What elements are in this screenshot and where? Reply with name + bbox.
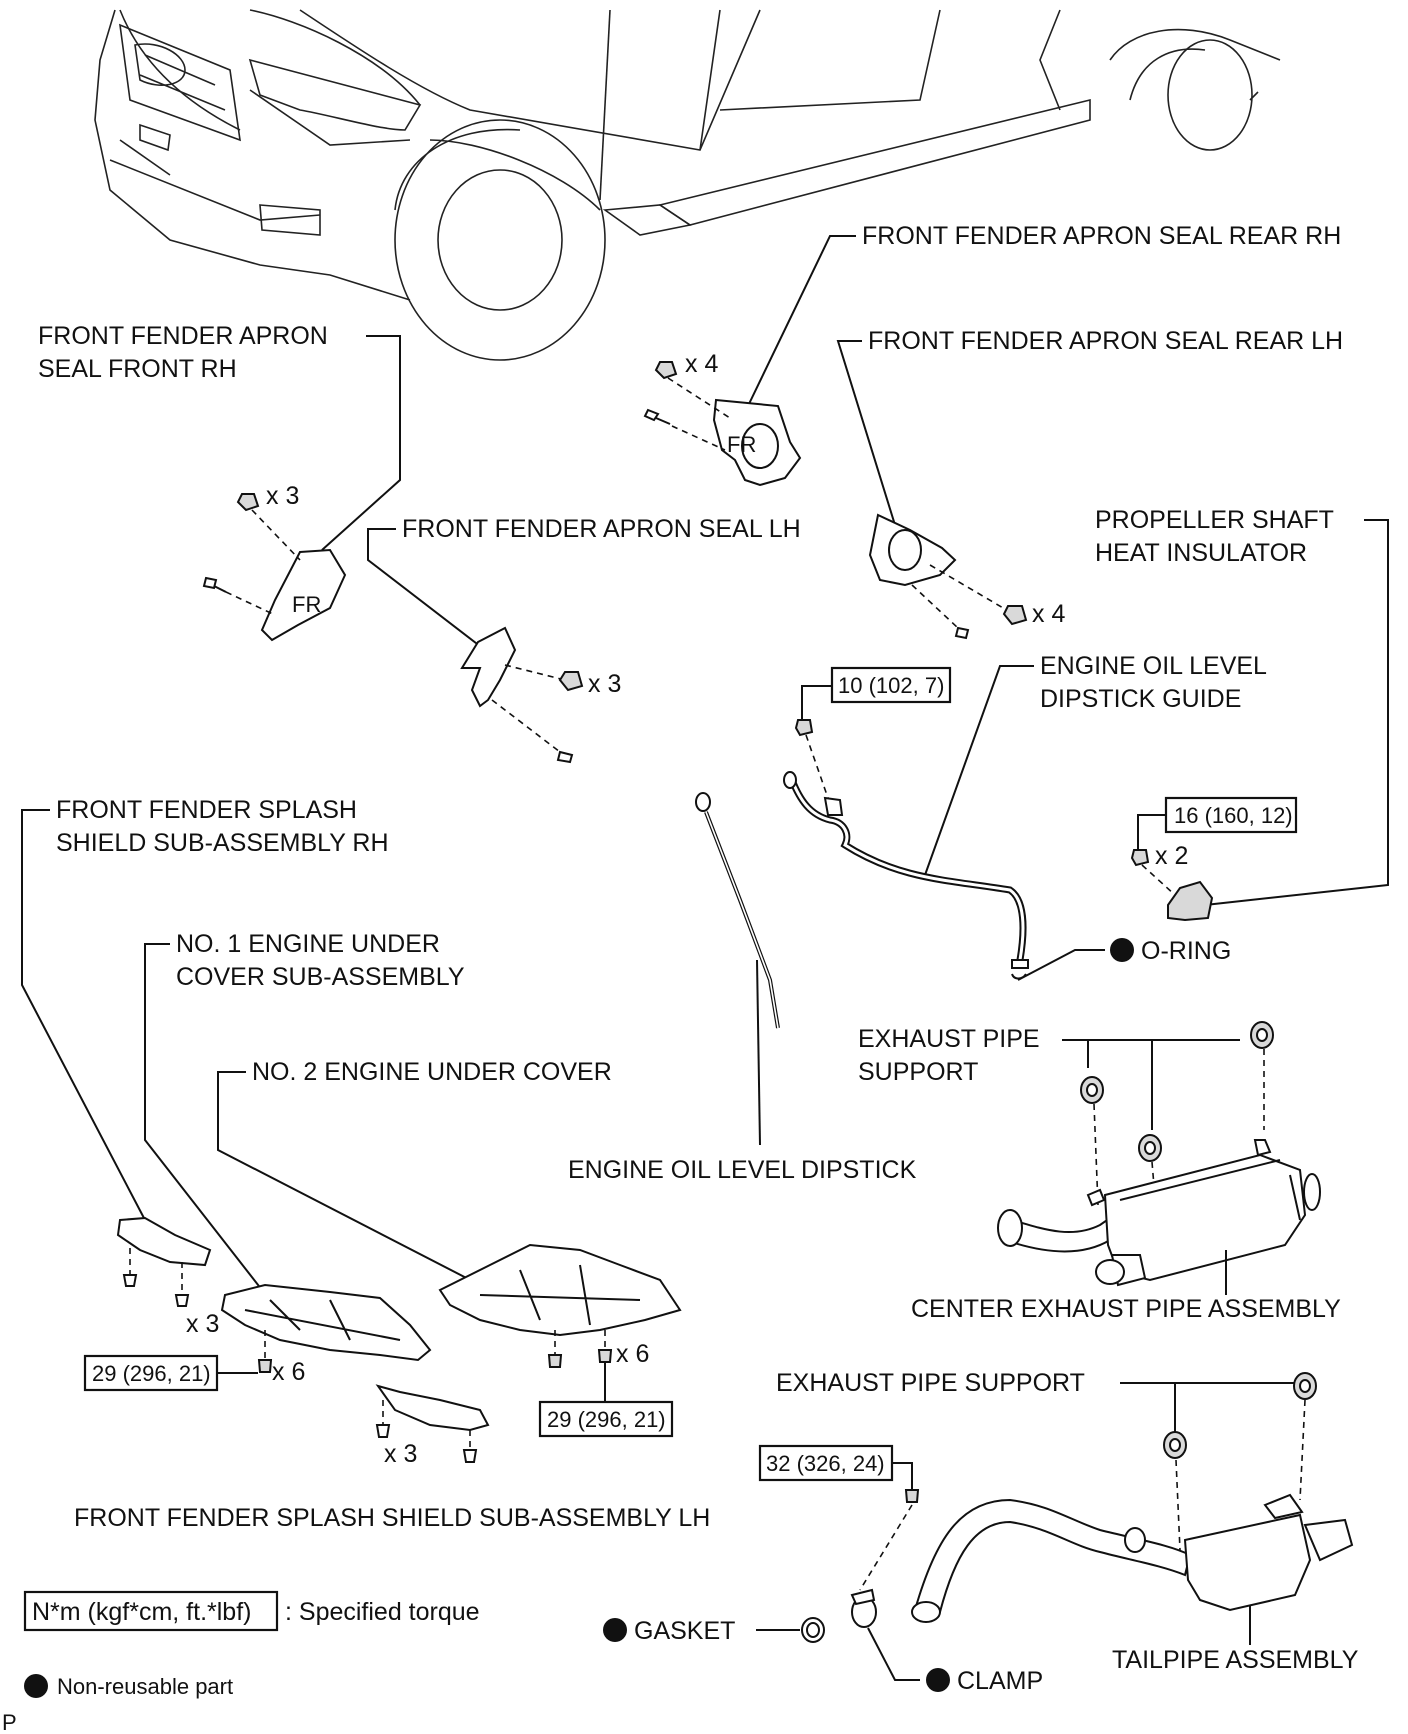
screw-icon — [954, 626, 970, 640]
clip-icon — [654, 361, 678, 380]
label-dipstick: ENGINE OIL LEVEL DIPSTICK — [568, 1156, 917, 1184]
propeller-shaft-heat-insulator: PROPELLER SHAFT HEAT INSULATOR 16 (160, … — [1095, 506, 1389, 922]
torque-no1-cover: 29 (296, 21) — [92, 1361, 211, 1386]
qty-front-rh-clips: x 3 — [266, 482, 299, 510]
svg-text:FR: FR — [292, 592, 321, 617]
torque-box-insulator — [1164, 796, 1298, 834]
corner-mark: P — [2, 1710, 17, 1734]
no1-engine-under-cover: NO. 1 ENGINE UNDER COVER SUB-ASSEMBLY x … — [83, 930, 465, 1392]
rubber-support-icon — [1138, 1134, 1162, 1162]
clip-icon — [1002, 605, 1028, 626]
label-clamp: CLAMP — [957, 1667, 1043, 1695]
label-exhaust-support-1a: EXHAUST PIPE — [858, 1025, 1040, 1053]
label-exhaust-support-2: EXHAUST PIPE SUPPORT — [776, 1369, 1085, 1397]
label-dipstick-guide-2: DIPSTICK GUIDE — [1040, 685, 1241, 713]
bolt-icon — [547, 1354, 563, 1368]
label-seal-lh: FRONT FENDER APRON SEAL LH — [402, 515, 801, 543]
torque-box-no2-cover — [538, 1400, 674, 1438]
label-exhaust-support-1b: SUPPORT — [858, 1058, 978, 1086]
label-no1-cover-2: COVER SUB-ASSEMBLY — [176, 963, 465, 991]
o-ring: O-RING — [1017, 937, 1231, 981]
bolt-icon — [257, 1359, 273, 1373]
legend-nonreusable: Non-reusable part — [57, 1674, 233, 1699]
legend-torque-box — [23, 1590, 279, 1632]
label-prop-shaft-1: PROPELLER SHAFT — [1095, 506, 1334, 534]
torque-no2-cover: 29 (296, 21) — [547, 1407, 666, 1432]
rubber-support-icon — [1293, 1372, 1317, 1400]
label-tailpipe: TAILPIPE ASSEMBLY — [1112, 1646, 1359, 1674]
bolt-icon — [597, 1349, 613, 1363]
label-oring: O-RING — [1141, 937, 1231, 965]
qty-rear-rh-clips: x 4 — [685, 350, 718, 378]
label-seal-rear-lh: FRONT FENDER APRON SEAL REAR LH — [868, 327, 1343, 355]
no2-engine-under-cover: NO. 2 ENGINE UNDER COVER x 6 29 (296, 21… — [217, 1058, 682, 1438]
qty-rear-lh-clips: x 4 — [1032, 600, 1065, 628]
screw-icon — [643, 408, 671, 425]
dipstick: ENGINE OIL LEVEL DIPSTICK — [568, 792, 917, 1184]
splash-shield-lh: x 3 FRONT FENDER SPLASH SHIELD SUB-ASSEM… — [74, 1384, 710, 1532]
clamp: 32 (326, 24) CLAMP — [758, 1444, 1043, 1695]
nonreusable-icon — [1110, 938, 1134, 962]
label-gasket: GASKET — [634, 1617, 735, 1645]
torque-box-dipstick-guide — [830, 666, 952, 704]
qty-no1-bolts: x 6 — [272, 1358, 305, 1386]
bolt-icon — [794, 719, 814, 737]
label-seal-front-rh-2: SEAL FRONT RH — [38, 355, 237, 383]
label-center-exhaust: CENTER EXHAUST PIPE ASSEMBLY — [911, 1295, 1341, 1323]
exhaust-pipe-support-upper: EXHAUST PIPE SUPPORT — [858, 1021, 1274, 1211]
bolt-icon — [1130, 849, 1150, 867]
dipstick-guide: ENGINE OIL LEVEL DIPSTICK GUIDE 10 (102,… — [783, 652, 1267, 980]
label-seal-front-rh-1: FRONT FENDER APRON — [38, 322, 328, 350]
center-exhaust-pipe-assembly: CENTER EXHAUST PIPE ASSEMBLY — [911, 1139, 1341, 1323]
apron-seal-rear-rh: FRONT FENDER APRON SEAL REAR RH FR x 4 — [643, 222, 1341, 487]
clip-icon — [558, 671, 584, 692]
qty-seal-lh-clips: x 3 — [588, 670, 621, 698]
label-splash-rh-2: SHIELD SUB-ASSEMBLY RH — [56, 829, 389, 857]
nonreusable-icon — [24, 1674, 48, 1698]
legend-torque-text: : Specified torque — [285, 1598, 480, 1626]
screw-icon — [122, 1274, 138, 1287]
rubber-support-icon — [1163, 1431, 1187, 1459]
screw-icon — [375, 1424, 391, 1438]
legend: N*m (kgf*cm, ft.*lbf) : Specified torque… — [2, 1590, 480, 1734]
exhaust-pipe-support-lower: EXHAUST PIPE SUPPORT — [776, 1369, 1317, 1551]
torque-insulator: 16 (160, 12) — [1174, 803, 1293, 828]
bolt-icon — [904, 1489, 920, 1503]
label-splash-rh-1: FRONT FENDER SPLASH — [56, 796, 357, 824]
apron-seal-rear-lh: FRONT FENDER APRON SEAL REAR LH x 4 — [836, 327, 1343, 640]
label-no1-cover-1: NO. 1 ENGINE UNDER — [176, 930, 440, 958]
label-prop-shaft-2: HEAT INSULATOR — [1095, 539, 1307, 567]
qty-splash-lh-screws: x 3 — [384, 1440, 417, 1468]
vehicle-outline — [94, 9, 1281, 361]
apron-seal-front-rh: FRONT FENDER APRON SEAL FRONT RH FR x 3 — [38, 322, 401, 642]
label-dipstick-guide-1: ENGINE OIL LEVEL — [1040, 652, 1267, 680]
legend-torque-box-text: N*m (kgf*cm, ft.*lbf) — [32, 1598, 251, 1626]
rubber-support-icon — [1080, 1076, 1104, 1104]
screw-icon — [174, 1294, 190, 1307]
clip-icon — [236, 493, 260, 512]
torque-dipstick-guide: 10 (102, 7) — [838, 673, 944, 698]
qty-no2-bolts: x 6 — [616, 1340, 649, 1368]
qty-insulator-bolts: x 2 — [1155, 842, 1188, 870]
gasket: GASKET — [603, 1617, 825, 1645]
tailpipe-assembly: TAILPIPE ASSEMBLY — [911, 1493, 1359, 1674]
qty-splash-rh-screws: x 3 — [186, 1310, 219, 1338]
nonreusable-icon — [926, 1668, 950, 1692]
label-no2-cover: NO. 2 ENGINE UNDER COVER — [252, 1058, 612, 1086]
screw-icon — [462, 1449, 478, 1463]
screw-icon — [202, 576, 227, 593]
splash-shield-rh: FRONT FENDER SPLASH SHIELD SUB-ASSEMBLY … — [21, 796, 389, 1338]
apron-seal-lh: FRONT FENDER APRON SEAL LH x 3 — [367, 515, 801, 764]
label-splash-lh: FRONT FENDER SPLASH SHIELD SUB-ASSEMBLY … — [74, 1504, 710, 1532]
label-seal-rear-rh: FRONT FENDER APRON SEAL REAR RH — [862, 222, 1341, 250]
screw-icon — [556, 750, 574, 764]
torque-box-no1-cover — [83, 1354, 219, 1392]
rubber-support-icon — [1250, 1021, 1274, 1049]
svg-text:FR: FR — [727, 432, 756, 457]
torque-clamp: 32 (326, 24) — [766, 1451, 885, 1476]
nonreusable-icon — [603, 1618, 627, 1642]
